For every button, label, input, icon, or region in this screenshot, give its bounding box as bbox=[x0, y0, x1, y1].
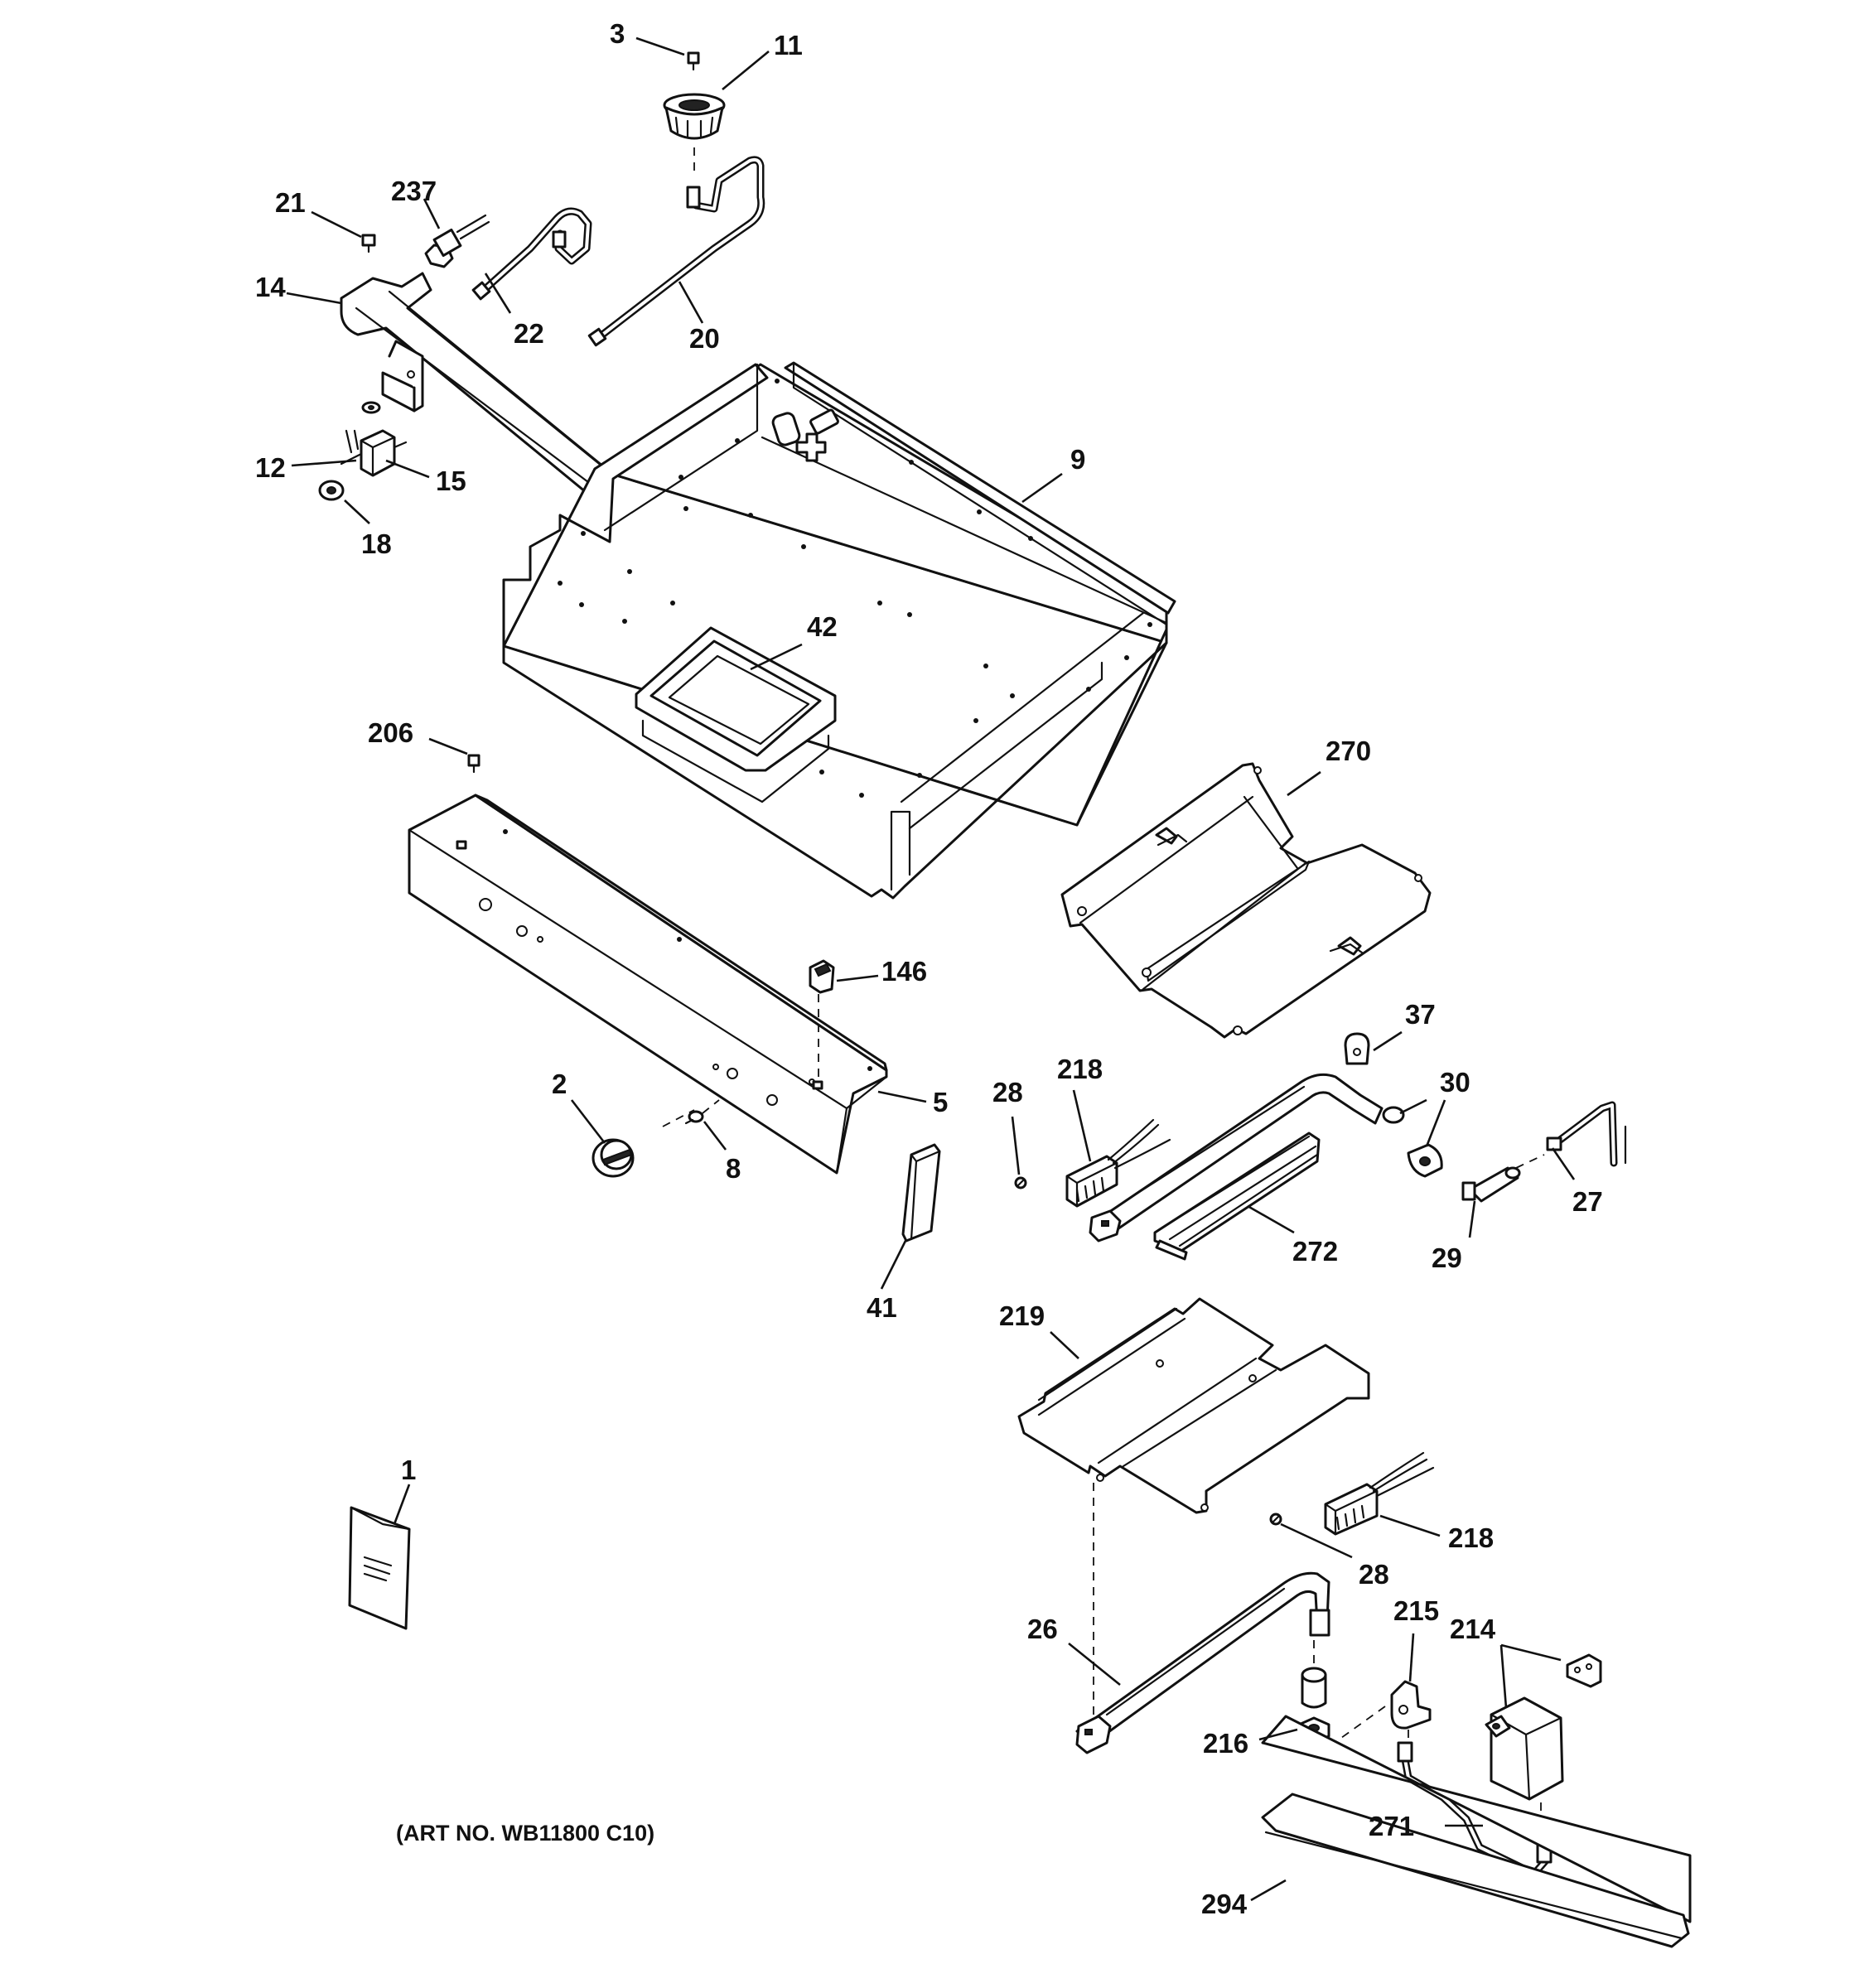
part-146-clip bbox=[809, 959, 835, 1080]
callout-30: 30 bbox=[1440, 1067, 1470, 1098]
part-30-orifice-holder bbox=[1382, 1106, 1443, 1178]
callout-20: 20 bbox=[689, 323, 720, 354]
callout-42: 42 bbox=[807, 611, 838, 642]
callout-37: 37 bbox=[1405, 999, 1436, 1030]
callout-294: 294 bbox=[1201, 1889, 1248, 1919]
callout-9: 9 bbox=[1070, 444, 1085, 475]
part-28-lower-screw bbox=[1269, 1513, 1282, 1526]
part-206-screw bbox=[467, 754, 480, 774]
callout-12: 12 bbox=[255, 452, 286, 483]
callout-237: 237 bbox=[391, 176, 437, 206]
callout-1: 1 bbox=[401, 1455, 416, 1485]
callout-272: 272 bbox=[1292, 1236, 1338, 1267]
callout-218-upper: 218 bbox=[1057, 1054, 1103, 1084]
callout-8: 8 bbox=[726, 1153, 741, 1184]
part-218-lower-igniter bbox=[1324, 1451, 1435, 1536]
part-27-tube bbox=[1546, 1101, 1627, 1167]
callout-28-lower: 28 bbox=[1359, 1559, 1389, 1590]
callout-41: 41 bbox=[867, 1292, 897, 1323]
callout-27: 27 bbox=[1572, 1186, 1603, 1217]
part-20-tube bbox=[587, 156, 765, 347]
callout-14: 14 bbox=[255, 272, 286, 302]
part-2-knob bbox=[592, 1138, 635, 1178]
callout-219: 219 bbox=[999, 1300, 1045, 1331]
callout-2: 2 bbox=[552, 1069, 567, 1099]
part-21-screw bbox=[361, 234, 376, 253]
part-42-cover bbox=[635, 626, 837, 803]
part-26-burner-tube bbox=[1075, 1571, 1330, 1754]
part-41-end-cap bbox=[901, 1143, 941, 1242]
part-272-burner-channel bbox=[1153, 1132, 1321, 1261]
callout-270: 270 bbox=[1326, 736, 1371, 766]
callout-26: 26 bbox=[1027, 1614, 1058, 1644]
part-214-valve bbox=[1485, 1653, 1602, 1836]
callout-3: 3 bbox=[610, 18, 625, 49]
part-5-control-panel bbox=[408, 794, 888, 1175]
part-3-screw bbox=[687, 51, 700, 71]
callout-11: 11 bbox=[774, 30, 803, 60]
part-37-bracket bbox=[1344, 1032, 1370, 1065]
part-270-shield bbox=[1060, 762, 1432, 1039]
part-9-burner-box bbox=[502, 361, 1176, 900]
part-29-valve bbox=[1461, 1154, 1545, 1203]
callout-21: 21 bbox=[275, 187, 306, 218]
leader-lines bbox=[286, 36, 1576, 1902]
callout-215: 215 bbox=[1393, 1595, 1439, 1626]
part-22-tube bbox=[471, 207, 592, 301]
part-upper-burner-tube bbox=[1089, 1073, 1384, 1242]
part-218-upper-igniter bbox=[1065, 1118, 1171, 1208]
part-11-burner-head bbox=[663, 93, 726, 176]
part-1-literature bbox=[348, 1506, 411, 1630]
callout-15: 15 bbox=[436, 466, 466, 496]
callout-271: 271 bbox=[1369, 1811, 1414, 1841]
callout-206: 206 bbox=[368, 717, 413, 748]
part-215-bracket bbox=[1320, 1680, 1432, 1759]
part-294-rail bbox=[1261, 1715, 1692, 1948]
callout-216: 216 bbox=[1203, 1728, 1248, 1759]
part-8-screw bbox=[662, 1099, 720, 1127]
part-washer bbox=[361, 401, 381, 414]
callout-5: 5 bbox=[933, 1087, 948, 1117]
part-18-nut bbox=[318, 480, 345, 501]
callout-18: 18 bbox=[361, 528, 392, 559]
callout-146: 146 bbox=[881, 956, 927, 987]
part-219-lower-shield bbox=[1017, 1297, 1370, 1514]
part-15-valve bbox=[340, 429, 408, 477]
callout-28-upper: 28 bbox=[992, 1077, 1023, 1107]
part-237-fitting bbox=[424, 214, 490, 268]
callout-29: 29 bbox=[1432, 1242, 1462, 1273]
callout-22: 22 bbox=[514, 318, 544, 349]
part-28-upper-screw bbox=[1014, 1176, 1027, 1189]
callout-214: 214 bbox=[1450, 1614, 1496, 1644]
callout-218-lower: 218 bbox=[1448, 1522, 1494, 1553]
callout-labels: 3 11 21 237 14 22 20 12 15 18 9 42 206 2… bbox=[255, 18, 1603, 1919]
art-number-caption: (ART NO. WB11800 C10) bbox=[396, 1821, 654, 1846]
